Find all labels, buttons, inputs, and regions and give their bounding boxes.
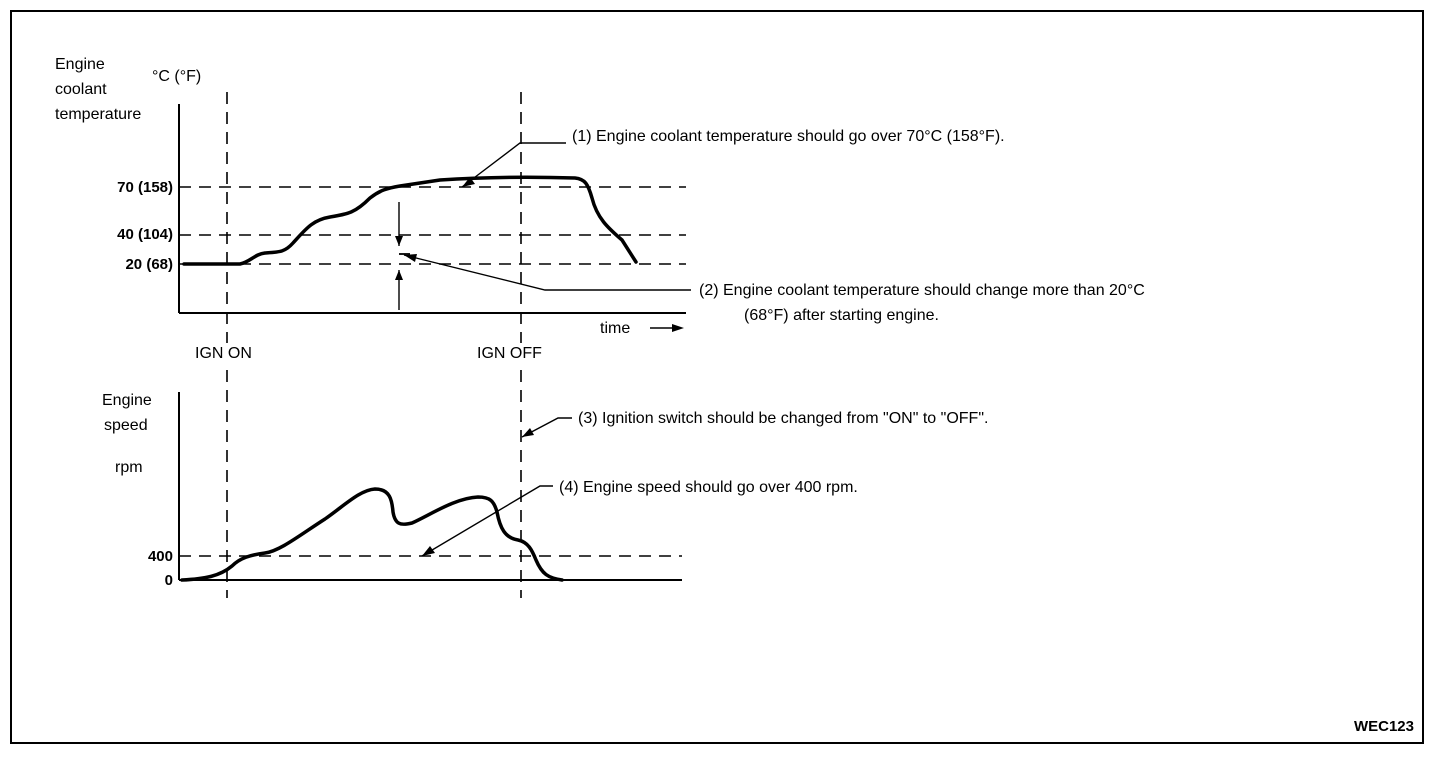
ign-off-label: IGN OFF [477, 345, 542, 362]
speed-unit: rpm [115, 459, 143, 476]
callout-1-leader [461, 142, 566, 188]
temp-unit: °C (°F) [152, 68, 201, 85]
speed-ylabel-line2: speed [104, 417, 148, 434]
engine-speed-curve [180, 487, 564, 582]
temp-ylabel-line3: temperature [55, 106, 141, 123]
time-label: time [600, 320, 630, 337]
callout-3-leader [521, 417, 572, 438]
temp-ylabel-line1: Engine [55, 56, 105, 73]
note-3: (3) Ignition switch should be changed fr… [578, 410, 988, 427]
callout-3-arrowhead [522, 428, 534, 437]
speed-chart: Engine speed rpm 400 0 [102, 392, 682, 589]
tick-400: 400 [148, 548, 173, 565]
callout-1-arrowhead [462, 177, 475, 187]
note-1: (1) Engine coolant temperature should go… [572, 128, 1005, 145]
speed-ylabel-line1: Engine [102, 392, 152, 409]
ign-on-label: IGN ON [195, 345, 252, 362]
time-arrow-icon [672, 324, 684, 332]
callout-2-arrowhead [404, 254, 417, 262]
tick-70: 70 (158) [117, 179, 173, 196]
rise-arrowhead-upper [395, 236, 403, 246]
temp-ylabel-line2: coolant [55, 81, 107, 98]
callout-4-leader [421, 485, 553, 557]
figure-frame [10, 10, 1424, 744]
tick-0: 0 [165, 572, 173, 589]
callouts: (1) Engine coolant temperature should go… [403, 128, 1145, 557]
tick-20: 20 (68) [125, 256, 173, 273]
callout-2-leader [403, 254, 691, 291]
note-2-line1: (2) Engine coolant temperature should ch… [699, 282, 1145, 299]
tick-40: 40 (104) [117, 226, 173, 243]
note-2-line2: (68°F) after starting engine. [744, 307, 939, 324]
temperature-curve [182, 175, 638, 266]
temperature-chart: Engine coolant temperature °C (°F) 70 (1… [55, 56, 686, 337]
event-markers: IGN ON IGN OFF [195, 92, 542, 598]
rise-arrowhead-lower [395, 270, 403, 280]
figure-code: WEC123 [1354, 718, 1414, 735]
callout-4-arrowhead [422, 546, 435, 556]
note-4: (4) Engine speed should go over 400 rpm. [559, 479, 858, 496]
